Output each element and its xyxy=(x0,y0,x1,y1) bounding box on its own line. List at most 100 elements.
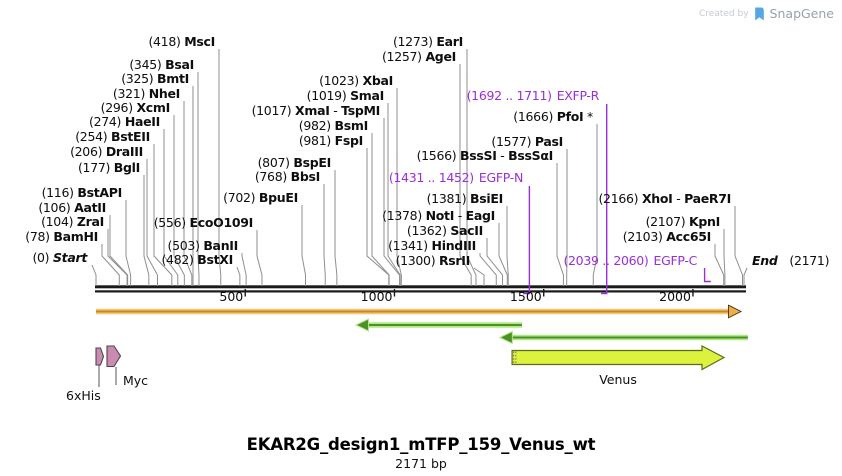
end-word: End xyxy=(752,253,778,268)
site-position: (1300) xyxy=(395,253,439,268)
site-stem xyxy=(125,200,132,286)
site-name: BstXI xyxy=(197,252,233,267)
site-label-xhoi-paer7i[interactable]: (2166) XhoI - PaeR7I xyxy=(598,191,731,207)
primer-name: EGFP-N xyxy=(478,170,523,185)
site-stem xyxy=(479,253,497,286)
site-label-xbai[interactable]: (1023) XbaI xyxy=(319,73,393,89)
site-label-bsssi-bsss-i[interactable]: (1566) BssSI - BssSαI xyxy=(417,148,554,164)
full-length-span-arrowhead[interactable] xyxy=(728,304,743,319)
site-label-aatii[interactable]: (106) AatII xyxy=(38,200,106,216)
site-position: (321) xyxy=(112,86,149,101)
site-label-bgli[interactable]: (177) BglI xyxy=(78,160,140,176)
site-label-bstapi[interactable]: (116) BstAPI xyxy=(41,185,123,201)
site-stem xyxy=(366,148,390,286)
site-label-hindiii[interactable]: (1341) HindIII xyxy=(388,238,476,254)
site-asterisk: * xyxy=(583,109,593,124)
site-position: (1341) xyxy=(388,238,432,253)
site-label-kpni[interactable]: (2107) KpnI xyxy=(646,214,721,230)
ruler-label-500: 500 xyxy=(219,289,244,304)
his-tag-feature[interactable] xyxy=(95,347,105,366)
site-label-fspi[interactable]: (981) FspI xyxy=(299,133,363,149)
created-by-text: Created by xyxy=(699,8,749,19)
site-position: (982) xyxy=(298,118,335,133)
site-name: BamHI xyxy=(53,229,98,244)
site-name: ZraI xyxy=(76,214,104,229)
site-label-xmai-tspmi[interactable]: (1017) XmaI - TspMI xyxy=(251,103,381,119)
venus-feature-arrow[interactable] xyxy=(511,345,726,371)
site-stem xyxy=(197,72,200,286)
site-label-pfoi[interactable]: (1666) PfoI * xyxy=(513,109,593,125)
site-stem xyxy=(301,205,307,286)
site-name: BmtI xyxy=(157,71,189,86)
site-stem xyxy=(396,88,402,286)
region-reverse-1-arrowhead[interactable] xyxy=(354,318,369,332)
site-label-agei[interactable]: (1257) AgeI xyxy=(382,49,456,65)
site-label-draiii[interactable]: (206) DraIII xyxy=(70,144,143,160)
start-label: (0) Start xyxy=(32,250,87,266)
site-stem xyxy=(383,118,401,286)
site-name: BsmI xyxy=(334,118,369,133)
site-position: (2103) xyxy=(622,229,667,244)
site-label-zrai[interactable]: (104) ZraI xyxy=(41,214,104,230)
site-label-bbsi[interactable]: (768) BbsI xyxy=(255,169,320,185)
site-label-bspei[interactable]: (807) BspEI xyxy=(257,155,332,171)
site-label-nhei[interactable]: (321) NheI xyxy=(113,86,180,102)
site-label-bstxi[interactable]: (482) BstXI xyxy=(161,252,233,268)
site-name-separator: - xyxy=(496,148,509,163)
site-position: (503) xyxy=(167,238,204,253)
site-label-banii[interactable]: (503) BanII xyxy=(167,238,239,254)
primer-name: EGFP-C xyxy=(653,253,698,268)
site-stem xyxy=(498,223,508,286)
site-label-pasi[interactable]: (1577) PasI xyxy=(491,134,563,150)
site-label-bsteii[interactable]: (254) BstEII xyxy=(75,129,150,145)
site-stem xyxy=(143,175,150,286)
site-label-bsmi[interactable]: (982) BsmI xyxy=(298,118,369,134)
site-label-bsiei[interactable]: (1381) BsiEI xyxy=(427,191,504,207)
site-position: (177) xyxy=(77,160,114,175)
primer-label-egfp-c[interactable]: (2039 .. 2060)EGFP-C xyxy=(563,253,697,269)
ruler-label-2000: 2000 xyxy=(659,289,691,304)
site-stem xyxy=(236,266,241,286)
site-label-xcmi[interactable]: (296) XcmI xyxy=(101,100,171,116)
site-name: BglI xyxy=(113,160,141,175)
site-position: (981) xyxy=(298,133,335,148)
ruler-label-1500: 1500 xyxy=(509,289,542,304)
region-reverse-2-arrowhead[interactable] xyxy=(498,330,513,345)
site-label-smai[interactable]: (1019) SmaI xyxy=(307,88,385,104)
site-label-bmti[interactable]: (325) BmtI xyxy=(121,71,189,87)
site-label-ecoo109i[interactable]: (556) EcoO109I xyxy=(154,215,254,231)
site-name-separator: - xyxy=(329,103,342,118)
venus-label: Venus xyxy=(599,372,637,387)
site-position: (1017) xyxy=(251,103,296,118)
site-label-rsrii[interactable]: (1300) RsrII xyxy=(396,253,471,269)
site-label-sacii[interactable]: (1362) SacII xyxy=(407,223,483,239)
site-name: PfoI xyxy=(556,109,584,124)
site-stem xyxy=(506,206,509,286)
site-name: PaeR7I xyxy=(684,191,731,206)
site-position: (104) xyxy=(41,214,77,229)
site-label-haeii[interactable]: (274) HaeII xyxy=(89,114,160,130)
site-label-bsai[interactable]: (345) BsaI xyxy=(129,57,194,73)
site-position: (702) xyxy=(223,190,259,205)
site-position: (807) xyxy=(257,155,294,170)
site-label-bpuei[interactable]: (702) BpuEI xyxy=(223,190,298,206)
site-label-eari[interactable]: (1273) EarI xyxy=(393,34,463,50)
site-label-bamhi[interactable]: (78) BamHI xyxy=(25,229,98,245)
site-position: (482) xyxy=(161,252,198,267)
site-position: (116) xyxy=(41,185,78,200)
primer-label-egfp-n[interactable]: (1431 .. 1452)EGFP-N xyxy=(389,170,523,186)
site-label-msci[interactable]: (418) MscI xyxy=(148,34,215,50)
site-name: BstAPI xyxy=(77,185,122,200)
myc-tag-feature[interactable] xyxy=(106,345,122,368)
construct-name: EKAR2G_design1_mTFP_159_Venus_wt xyxy=(246,435,596,454)
site-stem xyxy=(723,229,726,286)
site-label-noti-eagi[interactable]: (1378) NotI - EagI xyxy=(382,208,495,224)
site-label-acc65i[interactable]: (2103) Acc65I xyxy=(622,229,712,245)
primer-mark-exfp-r xyxy=(601,104,608,295)
site-name: BsaI xyxy=(165,57,194,72)
sequence-bar xyxy=(95,285,746,289)
primer-label-exfp-r[interactable]: (1692 .. 1711)EXFP-R xyxy=(467,88,600,104)
brand-name: SnapGene xyxy=(769,6,834,21)
myc-label: Myc xyxy=(123,372,149,388)
